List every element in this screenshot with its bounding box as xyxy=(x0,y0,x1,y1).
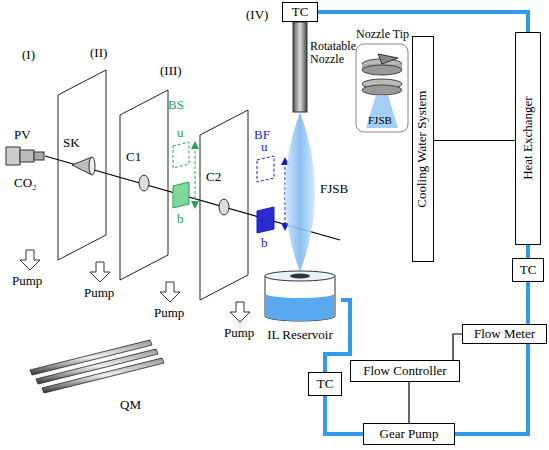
part-label: (I) xyxy=(22,48,35,62)
liquid-pipe xyxy=(526,282,530,324)
beam-flag xyxy=(257,156,289,233)
collimator-aperture xyxy=(219,199,229,215)
part-label: Pump xyxy=(224,326,254,340)
rotatable-nozzle xyxy=(293,22,307,112)
node-text: Flow Meter xyxy=(474,327,535,341)
part-label: u xyxy=(261,140,268,154)
liquid-pipe xyxy=(455,344,528,434)
node-text: TC xyxy=(317,377,334,391)
part-label: (III) xyxy=(160,64,182,78)
node-text: IL Reservoir xyxy=(267,328,333,342)
part-label: C1 xyxy=(126,150,141,164)
node-text: TC xyxy=(292,5,309,19)
signal-line xyxy=(434,140,515,141)
part-label: (IV) xyxy=(246,8,268,22)
pulsed-valve xyxy=(6,147,44,165)
component-box: Gear Pump xyxy=(363,423,455,445)
part-label: PV xyxy=(14,128,31,142)
nozzle-tip-inset xyxy=(356,44,408,132)
node-text: Gear Pump xyxy=(380,427,439,441)
part-label: (II) xyxy=(90,46,107,60)
liquid-jet xyxy=(285,112,315,272)
chamber-plates xyxy=(58,70,248,300)
quadrupole-rods xyxy=(30,340,164,393)
node-text: Heat Exchanger xyxy=(521,97,535,180)
part-label: BS xyxy=(168,98,184,112)
part-label: Pump xyxy=(84,286,114,300)
part-label: Rotatable Nozzle xyxy=(310,40,356,66)
liquid-pipe xyxy=(526,245,530,258)
component-box: TC xyxy=(308,372,342,396)
liquid-pipe xyxy=(318,12,528,32)
component-box: Flow Meter xyxy=(462,324,547,344)
part-label: Pump xyxy=(12,274,42,288)
part-label: SK xyxy=(63,136,80,150)
part-label: u xyxy=(177,126,184,140)
component-box: TC xyxy=(282,2,318,22)
node-text: Flow Controller xyxy=(363,364,446,378)
collimator-aperture xyxy=(139,175,149,191)
node-text: Cooling Water System xyxy=(416,90,430,207)
part-label: b xyxy=(261,236,268,250)
signal-line xyxy=(453,334,462,360)
reservoir: IL Reservoir xyxy=(259,268,341,342)
signal-line xyxy=(408,382,409,423)
beam-shutter xyxy=(173,141,199,209)
part-label: QM xyxy=(120,398,141,412)
part-label: C2 xyxy=(206,170,221,184)
component-box: Flow Controller xyxy=(350,360,460,382)
component-box: TC xyxy=(512,258,544,282)
part-label: CO₂ xyxy=(14,176,37,190)
part-label: FJSB xyxy=(368,114,392,126)
reservoir-vessel xyxy=(259,268,341,322)
part-label: Pump xyxy=(154,306,184,320)
part-label: b xyxy=(177,212,184,226)
pump-arrows xyxy=(20,250,250,322)
liquid-pipe xyxy=(325,396,363,434)
equipment-box: Heat Exchanger xyxy=(515,32,541,245)
part-label: FJSB xyxy=(320,182,348,196)
node-text: TC xyxy=(520,263,537,277)
skimmer-opening xyxy=(89,157,95,175)
part-label: Nozzle Tip xyxy=(356,28,409,41)
equipment-box: Cooling Water System xyxy=(412,36,434,262)
